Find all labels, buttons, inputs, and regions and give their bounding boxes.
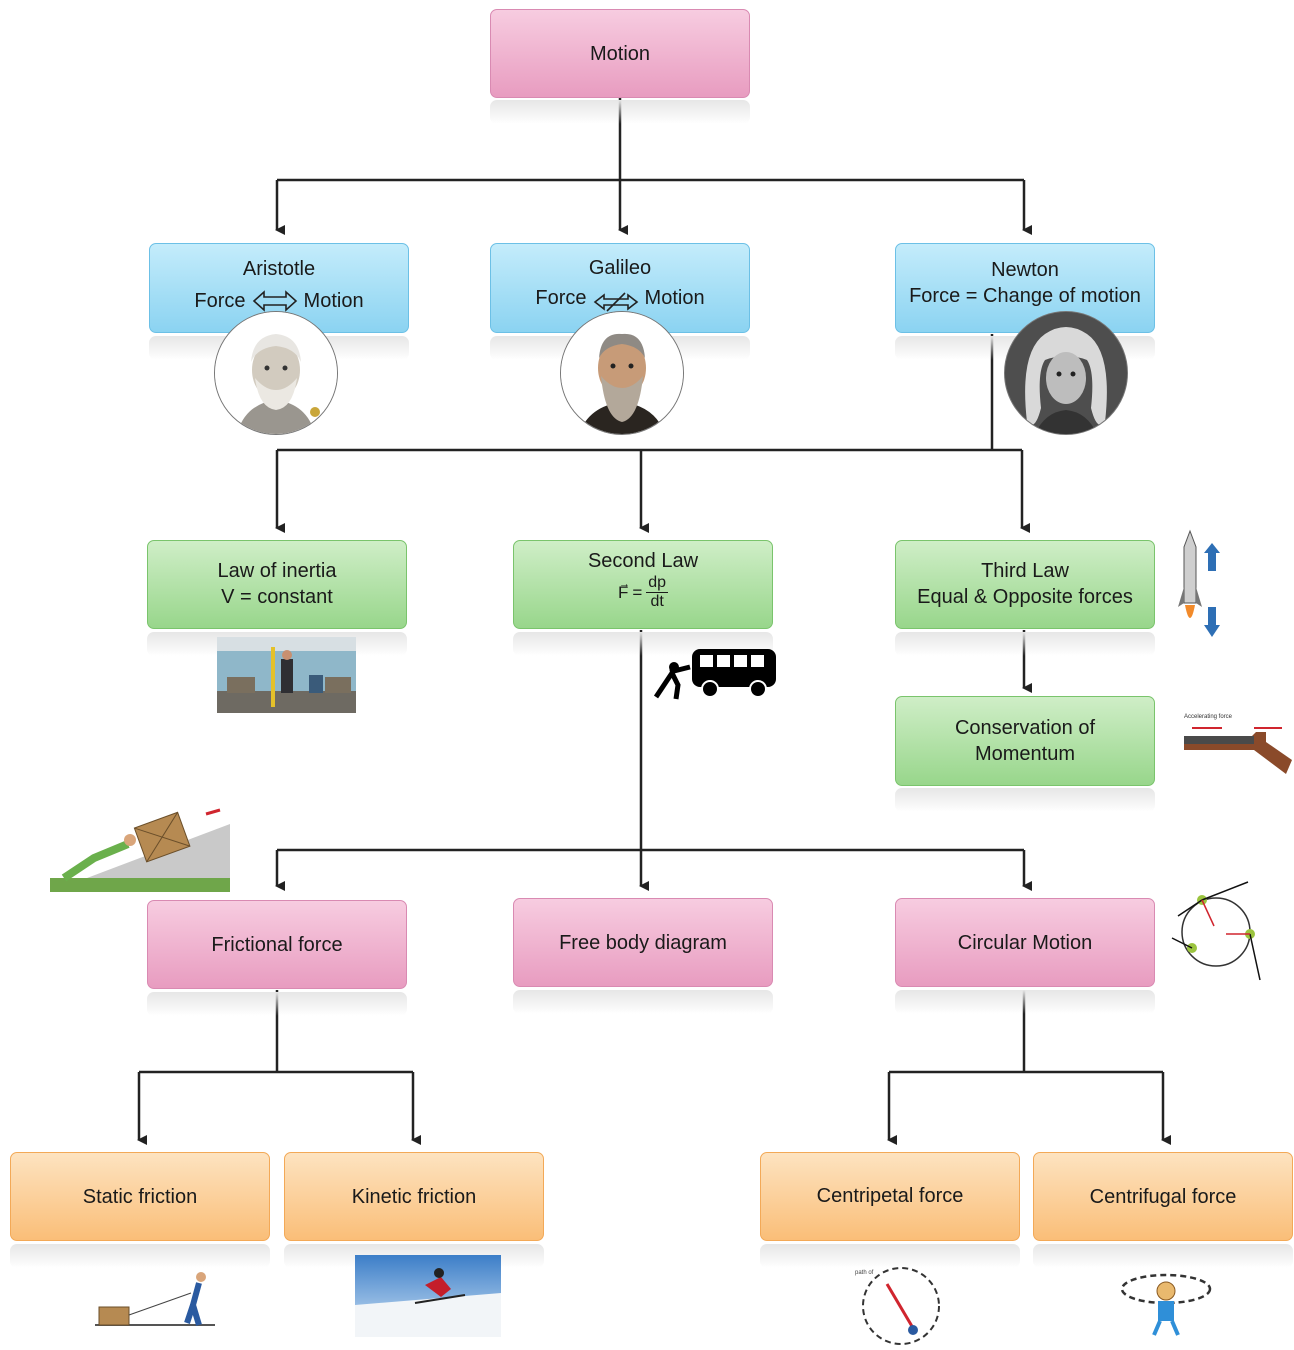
- second-law-equals: =: [632, 582, 643, 602]
- momentum-line-1: Conservation of: [954, 717, 1096, 739]
- aristotle-force-label: Force: [194, 290, 246, 312]
- newton-definition: Force = Change of motion: [909, 285, 1141, 307]
- galileo-force-label: Force: [535, 287, 587, 309]
- not-equivalent-arrow-icon: [593, 292, 638, 312]
- second-law-denominator: dt: [650, 593, 664, 610]
- centripetal-force-label: Centripetal force: [816, 1185, 964, 1207]
- static-friction-label: Static friction: [82, 1185, 198, 1208]
- static-friction-box: Static friction: [10, 1152, 270, 1241]
- circular-motion-label: Circular Motion: [957, 931, 1093, 954]
- third-law-box: Third Law Equal & Opposite forces: [895, 540, 1155, 629]
- person-pushing-bus-icon: [654, 649, 776, 700]
- galileo-portrait: [560, 311, 684, 435]
- centrifugal-force-box: Centrifugal force: [1033, 1152, 1293, 1241]
- frictional-force-box: Frictional force: [147, 900, 407, 989]
- motion-title: Motion: [589, 42, 651, 65]
- third-law-statement: Equal & Opposite forces: [917, 586, 1133, 608]
- centrifugal-force-image: [1120, 1273, 1212, 1336]
- double-arrow-icon: [252, 290, 297, 312]
- circular-motion-box: Circular Motion: [895, 898, 1155, 987]
- aristotle-portrait: [214, 311, 338, 435]
- rifle-recoil-image: Accelerating force: [1184, 714, 1292, 774]
- centripetal-force-image: path of: [855, 1267, 940, 1345]
- svg-text:Accelerating force: Accelerating force: [1184, 714, 1233, 720]
- third-law-title: Third Law: [981, 560, 1069, 582]
- law-of-inertia-equation: V = constant: [221, 586, 333, 608]
- second-law-title: Second Law: [587, 550, 699, 572]
- second-law-fraction: dp dt: [646, 574, 669, 611]
- momentum-line-2: Momentum: [974, 743, 1076, 765]
- galileo-name: Galileo: [588, 257, 652, 279]
- motion-box: Motion: [490, 9, 750, 98]
- free-body-diagram-box: Free body diagram: [513, 898, 773, 987]
- circular-motion-vectors-image: [1171, 881, 1261, 981]
- newton-name: Newton: [991, 259, 1059, 281]
- centripetal-force-box: Centripetal force: [760, 1152, 1020, 1241]
- static-friction-image: [95, 1272, 215, 1326]
- svg-text:path of: path of: [855, 1270, 874, 1276]
- second-law-box: Second Law F → = dp dt: [513, 540, 773, 629]
- aristotle-name: Aristotle: [242, 258, 316, 280]
- aristotle-motion-label: Motion: [303, 290, 364, 312]
- rocket-image: [1178, 529, 1220, 637]
- free-body-diagram-label: Free body diagram: [559, 931, 727, 954]
- second-law-numerator: dp: [646, 574, 669, 593]
- kinetic-friction-box: Kinetic friction: [284, 1152, 544, 1241]
- pushing-crate-image: [50, 808, 230, 892]
- centrifugal-force-label: Centrifugal force: [1089, 1185, 1237, 1208]
- frictional-force-label: Frictional force: [211, 933, 343, 956]
- law-of-inertia-title: Law of inertia: [217, 560, 337, 582]
- galileo-motion-label: Motion: [644, 287, 705, 309]
- bus-passengers-image: [217, 637, 356, 713]
- second-law-force-symbol: F →: [617, 577, 630, 602]
- kinetic-friction-label: Kinetic friction: [351, 1186, 477, 1208]
- skier-image: [355, 1255, 501, 1337]
- law-of-inertia-box: Law of inertia V = constant: [147, 540, 407, 629]
- conservation-of-momentum-box: Conservation of Momentum: [895, 696, 1155, 786]
- newton-portrait: [1004, 311, 1128, 435]
- newton-box: Newton Force = Change of motion: [895, 243, 1155, 333]
